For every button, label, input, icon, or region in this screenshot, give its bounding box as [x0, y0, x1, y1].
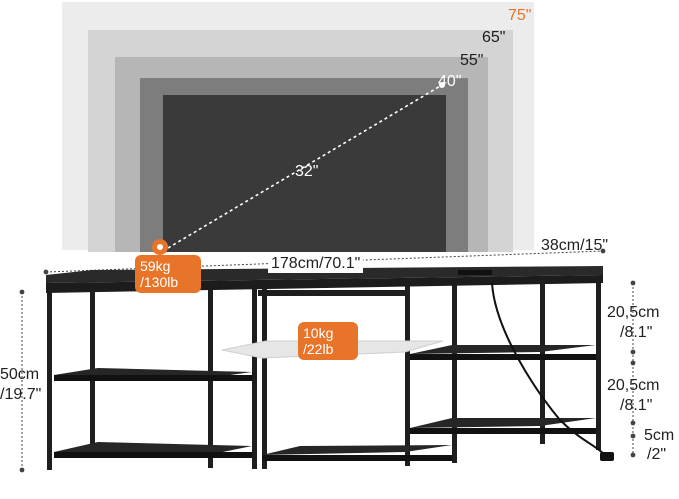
tv-screen-32 — [163, 95, 446, 252]
shelf-top-height-line1: 20,5cm — [607, 304, 660, 321]
tv-size-32: 32" — [295, 163, 319, 180]
shelf-mid-height-line1: 20,5cm — [607, 377, 660, 394]
shelf-load-line1: 10kg — [303, 325, 334, 341]
spacing-dot-1 — [630, 280, 636, 286]
depth-label: 38cm/15" — [541, 237, 609, 254]
tv-size-55: 55" — [460, 52, 484, 69]
right-shelf-bottom — [410, 418, 596, 428]
left-shelf-middle-edge — [54, 375, 252, 381]
spacing-dot-3 — [630, 360, 636, 366]
shelf-top-height-line2: /8.1" — [620, 324, 653, 341]
shelf-load-line2: /22lb — [303, 341, 334, 357]
right-shelf-middle-edge — [410, 354, 596, 360]
top-load-badge: 59kg /130lb — [135, 255, 201, 293]
width-dim-dot-left — [43, 269, 49, 275]
spacing-dot-2 — [630, 349, 636, 355]
top-load-line1: 59kg — [140, 258, 171, 274]
top-load-line2: /130lb — [140, 274, 179, 290]
tv-size-75: 75" — [508, 7, 532, 24]
width-dim-dot-right — [600, 248, 606, 254]
tv-diagonal-line — [167, 84, 443, 249]
shelf-load-badge: 10kg /22lb — [298, 322, 358, 360]
tv-size-40: 40" — [438, 73, 462, 90]
power-plug — [600, 452, 614, 461]
tv-size-65: 65" — [482, 29, 506, 46]
left-shelf-bottom — [54, 442, 252, 455]
center-shelf-bottom-edge — [262, 455, 452, 461]
shelf-mid-height-line2: /8.1" — [620, 397, 653, 414]
clearance-line1: 5cm — [644, 427, 675, 444]
center-frame-top — [258, 290, 408, 296]
center-shelf-bottom — [262, 445, 452, 455]
spacing-dot-4 — [630, 420, 636, 426]
charging-strip — [458, 270, 492, 275]
left-shelf-bottom-edge — [54, 452, 252, 458]
width-label: 178cm/70.1" — [268, 255, 364, 273]
right-shelf-bottom-edge — [410, 428, 596, 434]
clearance-line2: /2" — [647, 446, 667, 463]
height-label-line1: 50cm — [0, 366, 40, 383]
diagonal-end-dot — [439, 82, 445, 88]
spacing-dot-6 — [630, 452, 636, 458]
height-dim-dot-bottom — [19, 467, 25, 473]
power-cable — [491, 282, 606, 456]
height-dim-dot-top — [19, 289, 25, 295]
right-shelf-middle — [410, 345, 596, 354]
height-label-line2: /19.7" — [0, 386, 42, 403]
spacing-dot-5 — [630, 433, 636, 439]
